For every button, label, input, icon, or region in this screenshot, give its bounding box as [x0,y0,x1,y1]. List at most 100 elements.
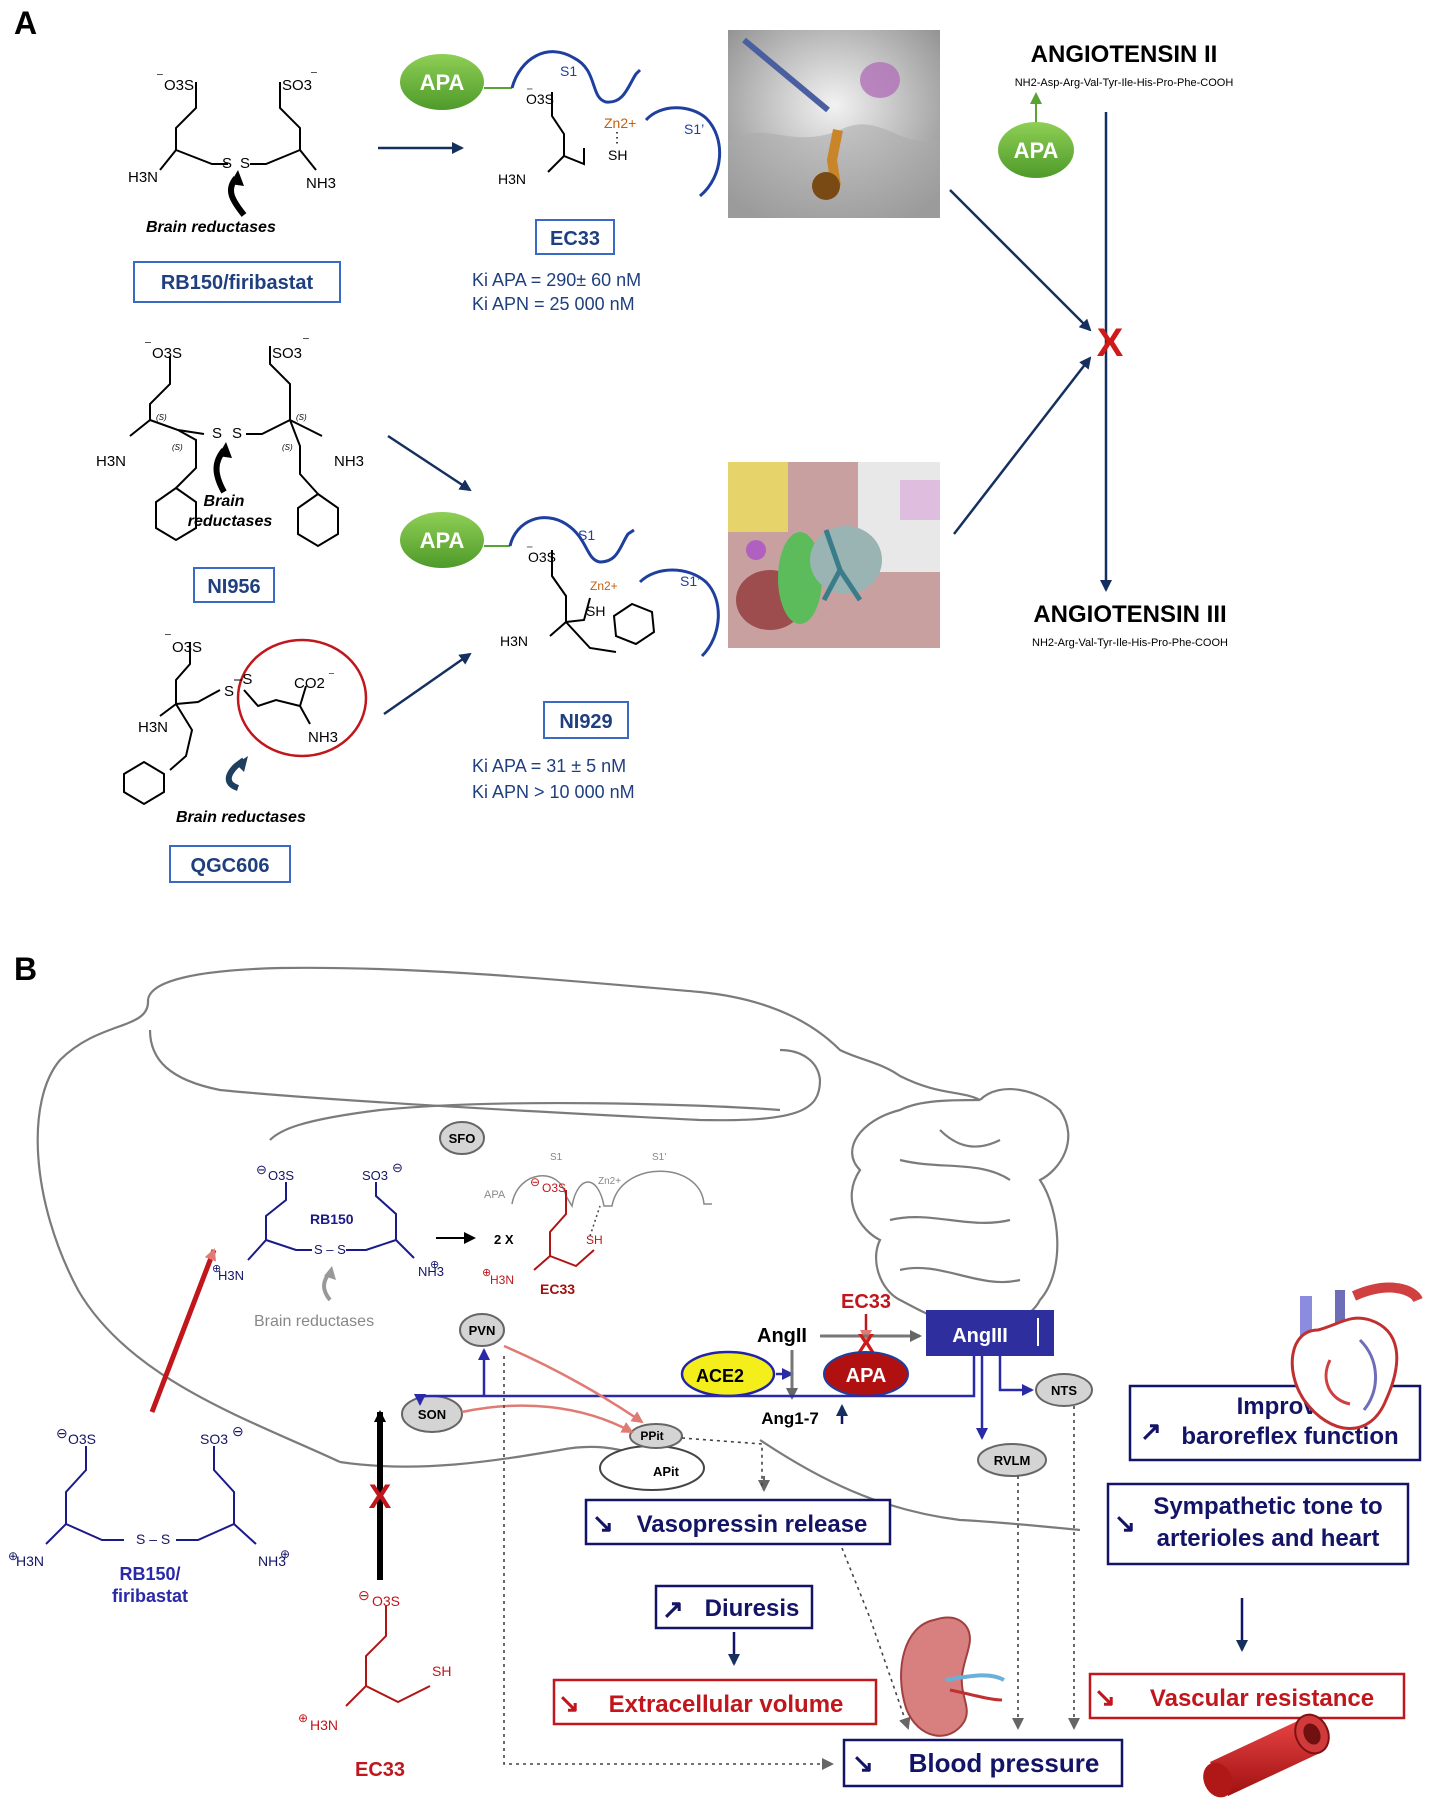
apa-label-b: APA [846,1365,887,1387]
svg-text:PVN: PVN [469,1323,496,1338]
svg-text:SH: SH [586,1233,603,1247]
diuresis-label: Diuresis [705,1595,800,1622]
svg-text:NH3: NH3 [308,729,338,746]
svg-text:⊖: ⊖ [56,1425,68,1441]
svg-text:(S): (S) [156,413,167,422]
svg-text:Zn2+: Zn2+ [598,1176,621,1187]
svg-text:Zn2+: Zn2+ [590,579,618,593]
nucleus-sfo: SFO [439,1121,485,1155]
svg-text:Brain reductases: Brain reductases [146,219,276,236]
arrow-docking1-to-block [949,189,1092,332]
svg-text:⊕: ⊕ [212,1263,221,1275]
ni956-label-box [193,567,275,603]
vascular-down-arrow: ↘ [1094,1682,1116,1712]
svg-text:Brain reductases: Brain reductases [254,1313,374,1330]
ace2-label: ACE2 [696,1366,744,1386]
svg-text:⊖: ⊖ [392,1160,403,1175]
docking-image-ec33 [728,30,940,218]
blood-pressure-box [842,1738,1124,1788]
svg-text:O3S: O3S [152,345,182,362]
sympathetic-line2: arterioles and heart [1157,1525,1380,1552]
svg-text:S: S [240,155,250,172]
brain-outline [36,966,1081,1532]
ec33-label: EC33 [550,228,600,250]
svg-text:S: S [222,155,232,172]
ni929-ki-apn: Ki APN > 10 000 nM [472,782,635,802]
vascular-box [1088,1672,1406,1720]
svg-text:SO3: SO3 [272,345,302,362]
svg-text:⊕: ⊕ [482,1267,491,1279]
extracellular-down-arrow: ↘ [558,1688,580,1718]
sympathetic-line1: Sympathetic tone to [1153,1493,1382,1520]
svg-text:H3N: H3N [16,1553,44,1569]
son-to-ppit-arrow [461,1404,634,1434]
ec33-ki-apa: Ki APA = 290± 60 nM [472,270,641,290]
svg-text:H3N: H3N [500,633,528,649]
rb150-crosses-bbb-arrow [149,1248,217,1413]
angiotensin-iii-title: ANGIOTENSIN III [1033,601,1226,628]
ec33-outside-label: EC33 [355,1759,405,1781]
vasopressin-box [584,1498,892,1546]
angiotensin-ii-title: ANGIOTENSIN II [1031,41,1218,68]
ec33-apa-complex: APA S1 S1’ ⁻ O3S Zn2+ ⋮ SH H3N [400,50,721,198]
svg-text:RVLM: RVLM [994,1453,1031,1468]
svg-text:S1’: S1’ [684,121,704,137]
block-mark-a: X [1097,321,1124,365]
apa-site-brain: APA S1 S1’ Zn2+ ⊖ O3S SH 2 X ⊕ H3N EC33 [482,1152,712,1297]
qgc606-label-box [169,845,291,883]
diuresis-up-arrow: ↗ [662,1594,684,1624]
svg-text:⁻: ⁻ [164,629,172,646]
vascular-label: Vascular resistance [1150,1685,1374,1712]
arrow-qgc606-to-ni929 [383,652,472,716]
dotted-connectors [503,1356,1080,1770]
svg-text:S: S [224,683,234,700]
svg-text:(S): (S) [282,443,293,452]
svg-text:O3S: O3S [164,77,194,94]
ec33-ki-apn: Ki APN = 25 000 nM [472,294,635,314]
angiotensin-iii-sequence: NH2-Arg-Val-Tyr-Ile-His-Pro-Phe-COOH [1032,637,1228,649]
angiotensin-ii-sequence: NH2-Asp-Arg-Val-Tyr-Ile-His-Pro-Phe-COOH [1015,77,1234,89]
svg-text:RB150: RB150 [310,1211,354,1227]
svg-text:O3S: O3S [372,1593,400,1609]
svg-text:S – S: S – S [314,1242,346,1257]
svg-text:H3N: H3N [128,169,158,186]
svg-text:SON: SON [418,1407,446,1422]
panel-label-a: A [14,5,37,41]
svg-text:SO3: SO3 [282,77,312,94]
svg-text:Brain: Brain [204,493,245,510]
heart-illustration [1290,1282,1423,1430]
svg-text:S1’: S1’ [652,1152,666,1163]
nucleus-pvn: PVN [459,1313,505,1347]
svg-text:Zn2+: Zn2+ [604,115,636,131]
svg-text:S: S [232,425,242,442]
apa-enzyme-label: APA [1014,138,1059,163]
svg-text:S1: S1 [550,1152,563,1163]
svg-text:O3S: O3S [542,1181,566,1195]
extracellular-label: Extracellular volume [609,1691,844,1718]
svg-text:SH: SH [432,1663,451,1679]
svg-text:S1’: S1’ [680,573,700,589]
svg-text:SH: SH [586,603,605,619]
svg-text:reductases: reductases [188,513,273,530]
svg-text:⋮: ⋮ [610,129,624,145]
svg-text:O3S: O3S [172,639,202,656]
svg-text:APA: APA [420,528,465,553]
ec33-label-box [535,219,615,255]
sympathetic-box [1106,1482,1410,1566]
svg-text:⁻: ⁻ [144,337,152,354]
svg-text:S1: S1 [560,63,577,79]
svg-text:(S): (S) [172,443,183,452]
block-mark-b-apa: X [857,1328,875,1358]
svg-text:APA: APA [484,1189,506,1201]
pvn-to-ppit-arrow [503,1344,644,1424]
svg-text:S1: S1 [578,527,595,543]
svg-text:⁻: ⁻ [526,541,533,557]
svg-text:EC33: EC33 [540,1281,575,1297]
svg-text:CO2: CO2 [294,675,325,692]
arrow-ni956-to-ni929 [387,434,472,492]
angiii-label: AngIII [952,1325,1008,1347]
svg-text:O3S: O3S [526,91,554,107]
svg-text:H3N: H3N [498,171,526,187]
rb150-outside-structure: ⊖ O3S SO3 ⊖ ⊕ H3N NH3 ⊕ S – S [8,1423,290,1569]
svg-text:H3N: H3N [96,453,126,470]
